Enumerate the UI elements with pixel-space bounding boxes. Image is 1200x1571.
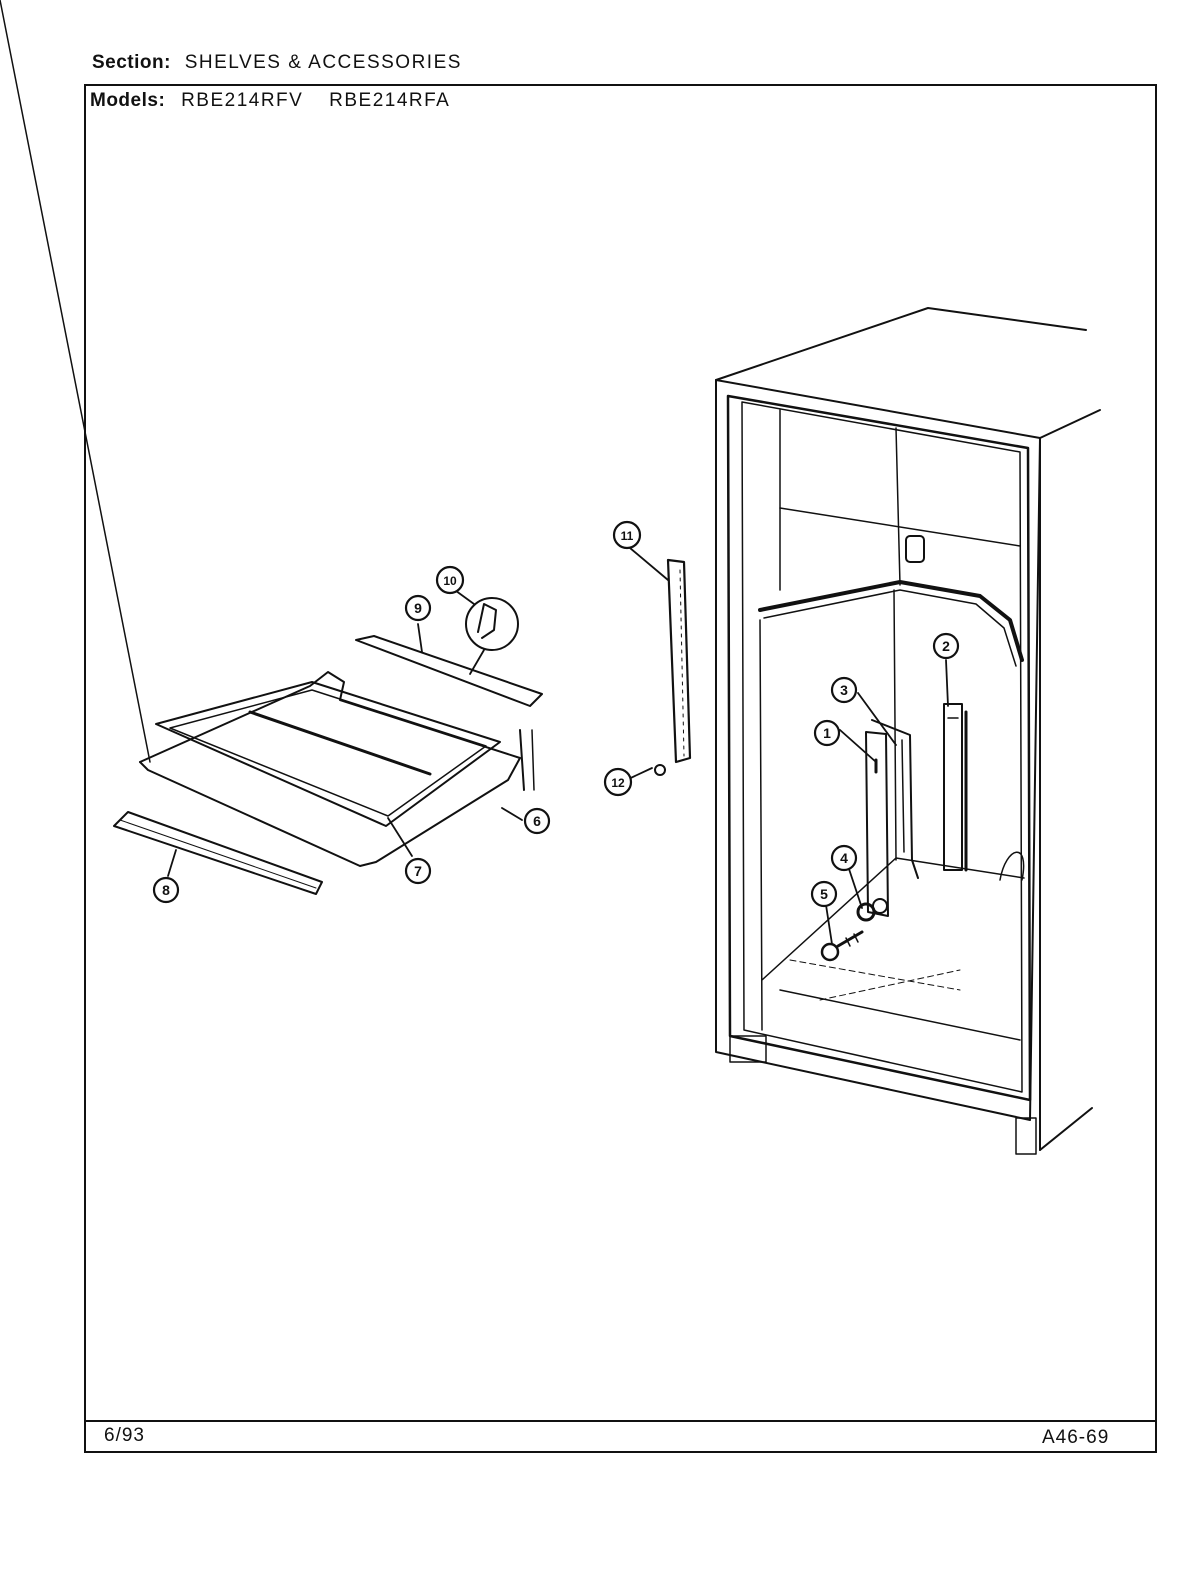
diagram-frame xyxy=(84,84,1157,1453)
callout-5: 5 xyxy=(810,880,838,908)
callout-1: 1 xyxy=(813,719,841,747)
callout-group: 1 2 3 4 5 6 7 8 xyxy=(152,520,960,908)
callout-12: 12 xyxy=(603,767,633,797)
shelf-assembly xyxy=(0,0,543,895)
revision-date: 6/93 xyxy=(104,1425,145,1446)
models-label: Models: xyxy=(90,90,166,111)
section-value: SHELVES & ACCESSORIES xyxy=(184,52,462,73)
shelf-standard xyxy=(654,558,692,776)
callout-6: 6 xyxy=(523,807,551,835)
svg-text:2: 2 xyxy=(942,638,950,654)
models-heading: Models: RBE214RFV RBE214RFA xyxy=(90,90,450,112)
callout-4: 4 xyxy=(830,844,858,872)
leader-lines xyxy=(167,547,949,945)
callout-8: 8 xyxy=(152,876,180,904)
svg-text:12: 12 xyxy=(611,776,625,790)
callout-9: 9 xyxy=(404,594,432,622)
section-label: Section: xyxy=(92,52,171,73)
svg-text:10: 10 xyxy=(443,574,457,588)
svg-text:9: 9 xyxy=(414,600,422,616)
callout-10: 10 xyxy=(435,565,465,595)
model-number: RBE214RFV xyxy=(181,90,304,111)
callout-3: 3 xyxy=(830,676,858,704)
model-number: RBE214RFA xyxy=(329,90,451,111)
page-code: A46-69 xyxy=(1042,1427,1110,1448)
svg-text:7: 7 xyxy=(414,863,422,879)
svg-text:3: 3 xyxy=(840,682,848,698)
svg-text:11: 11 xyxy=(621,529,634,543)
svg-text:4: 4 xyxy=(840,850,848,866)
callout-7: 7 xyxy=(404,857,432,885)
svg-text:6: 6 xyxy=(533,813,541,829)
callout-2: 2 xyxy=(932,632,960,660)
svg-text:5: 5 xyxy=(820,886,828,902)
refrigerator-cabinet xyxy=(715,307,1101,1155)
svg-text:1: 1 xyxy=(823,725,831,741)
callout-11: 11 xyxy=(612,520,642,550)
section-heading: Section: SHELVES & ACCESSORIES xyxy=(92,52,462,74)
footer-divider xyxy=(84,1420,1157,1422)
svg-text:8: 8 xyxy=(162,882,170,898)
